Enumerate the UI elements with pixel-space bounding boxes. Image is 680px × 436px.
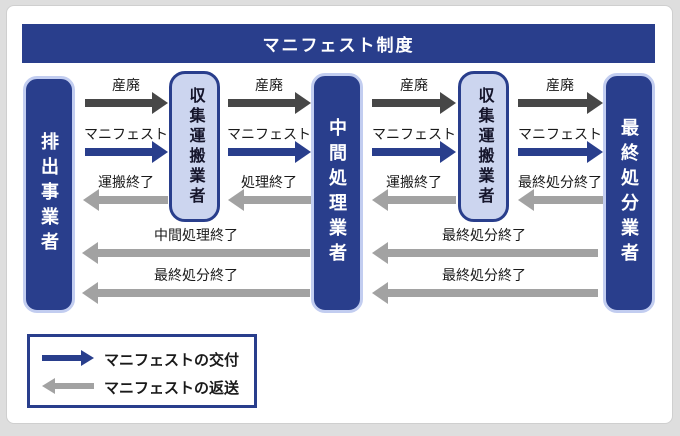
diagram-title: マニフェスト制度	[262, 36, 415, 55]
legend-issue-label: マニフェストの交付	[104, 352, 240, 369]
waste-arrow-icon-seg4	[518, 92, 603, 114]
node-intermediate-processor: 中間処理業者	[311, 73, 363, 313]
legend-issue-arrow-icon	[42, 350, 94, 366]
return-label-seg4: 最終処分終了	[518, 174, 602, 190]
waste-arrow-icon-seg2	[228, 92, 311, 114]
waste-label-seg4: 産廃	[546, 77, 574, 93]
node-waste-generator: 排出事業者	[23, 76, 75, 313]
manifest-arrow-icon-seg2	[228, 141, 311, 163]
node-transporter-1-label: 収集運搬業者	[186, 86, 204, 207]
return-arrow-icon-row5-right	[372, 282, 598, 304]
return-arrow-icon-seg4	[518, 189, 603, 211]
node-final-disposer-label: 最終処分業者	[619, 118, 639, 268]
return-label-row5-right: 最終処分終了	[442, 267, 526, 283]
manifest-label-seg4: マニフェスト	[518, 126, 602, 142]
return-label-row4-left: 中間処理終了	[154, 227, 238, 243]
return-arrow-icon-seg2	[228, 189, 311, 211]
manifest-label-seg1: マニフェスト	[84, 126, 168, 142]
return-arrow-icon-row4-right	[372, 242, 598, 264]
node-transporter-2-label: 収集運搬業者	[475, 86, 493, 207]
manifest-arrow-icon-seg4	[518, 141, 603, 163]
node-transporter-2: 収集運搬業者	[458, 71, 509, 222]
waste-label-seg1: 産廃	[112, 77, 140, 93]
manifest-label-seg2: マニフェスト	[227, 126, 311, 142]
return-label-row4-right: 最終処分終了	[442, 227, 526, 243]
node-final-disposer: 最終処分業者	[603, 73, 655, 313]
node-waste-generator-label: 排出事業者	[39, 132, 59, 257]
manifest-label-seg3: マニフェスト	[372, 126, 456, 142]
return-arrow-icon-seg3	[372, 189, 456, 211]
return-label-seg2: 処理終了	[241, 174, 297, 190]
waste-label-seg3: 産廃	[400, 77, 428, 93]
return-arrow-icon-row5-left	[82, 282, 310, 304]
legend	[27, 334, 257, 408]
diagram-title-bar: マニフェスト制度	[22, 24, 655, 63]
legend-return-arrow-icon	[42, 378, 94, 394]
return-arrow-icon-row4-left	[82, 242, 310, 264]
node-transporter-1: 収集運搬業者	[169, 71, 220, 222]
return-label-row5-left: 最終処分終了	[154, 267, 238, 283]
waste-label-seg2: 産廃	[255, 77, 283, 93]
waste-arrow-icon-seg1	[85, 92, 168, 114]
manifest-arrow-icon-seg1	[85, 141, 168, 163]
manifest-arrow-icon-seg3	[372, 141, 456, 163]
return-label-seg1: 運搬終了	[98, 174, 154, 190]
legend-return-label: マニフェストの返送	[104, 380, 240, 397]
node-intermediate-processor-label: 中間処理業者	[327, 118, 347, 268]
return-label-seg3: 運搬終了	[386, 174, 442, 190]
waste-arrow-icon-seg3	[372, 92, 456, 114]
return-arrow-icon-seg1	[83, 189, 168, 211]
